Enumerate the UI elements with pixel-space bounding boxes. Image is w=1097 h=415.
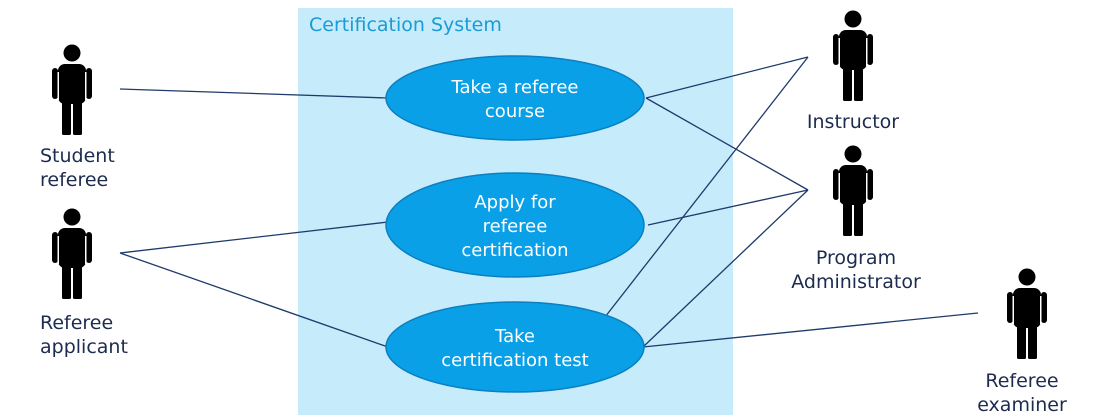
use-case-ellipse <box>385 172 645 278</box>
association-student-course <box>119 88 389 99</box>
stick-figure-icon <box>833 145 873 236</box>
actor-label: Referee <box>40 312 113 334</box>
use-case-label: Apply for <box>474 192 556 213</box>
use-case-label: Take <box>494 326 535 347</box>
use-case-label: course <box>485 101 545 122</box>
use-case-label: certification test <box>441 350 588 371</box>
association-examiner-test <box>642 312 979 348</box>
use-case-label: certification <box>461 240 568 261</box>
association-instructor-test <box>604 56 809 318</box>
use-case-course: Take a referee course <box>385 55 645 141</box>
actor-label: examiner <box>977 394 1067 415</box>
stick-figure-icon <box>52 208 92 299</box>
association-applicant-test <box>119 252 389 348</box>
stick-figure-icon <box>52 44 92 135</box>
use-case-apply: Apply for referee certification <box>385 172 645 278</box>
actor-label: applicant <box>40 336 128 358</box>
actor-label: Program <box>816 247 896 269</box>
association-admin-course <box>645 97 809 191</box>
actor-label: Administrator <box>791 271 921 293</box>
actor-instructor: Instructor <box>807 10 899 133</box>
actor-label: referee <box>40 169 108 191</box>
actor-label: Student <box>40 145 115 167</box>
use-case-label: Take a referee <box>450 77 578 98</box>
actor-label: Instructor <box>807 111 899 133</box>
association-instructor-course <box>645 56 809 99</box>
stick-figure-icon <box>833 10 873 101</box>
associations-layer <box>119 56 979 348</box>
system-title: Certification System <box>309 14 502 36</box>
actor-label: Referee <box>985 370 1058 392</box>
use-case-ellipse <box>385 301 645 393</box>
association-admin-apply <box>647 189 809 226</box>
actors-layer: StudentrefereeRefereeapplicantInstructor… <box>40 10 1067 415</box>
association-applicant-apply <box>119 221 389 254</box>
use-case-test: Take certification test <box>385 301 645 393</box>
stick-figure-icon <box>1007 268 1047 359</box>
association-admin-test <box>642 189 809 348</box>
use-case-label: referee <box>483 216 548 237</box>
use-case-ellipse <box>385 55 645 141</box>
